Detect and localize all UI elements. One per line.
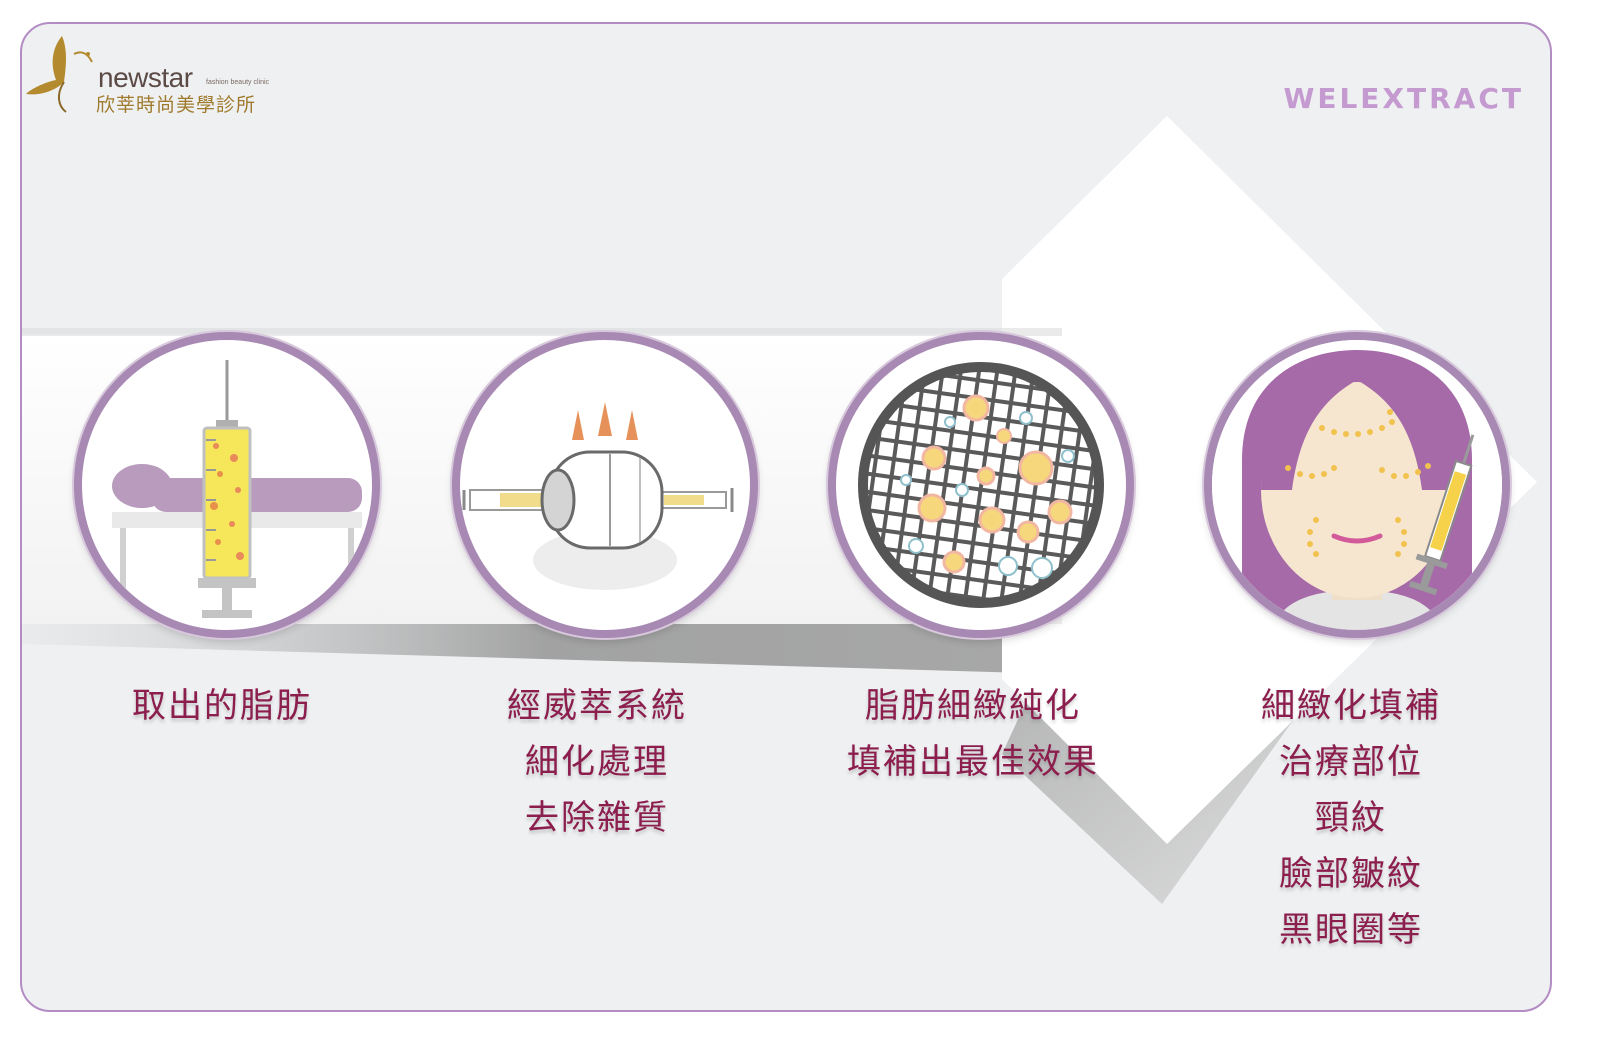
step-4-line-1: 細緻化填補 [1261,686,1441,726]
step-2-line-1: 經威萃系統 [507,686,687,726]
step-4-line-5: 黑眼圈等 [1279,910,1423,950]
step-3-line-2: 填補出最佳效果 [847,742,1099,782]
step-4-circle [1204,332,1510,638]
step-2-circle [452,332,758,638]
step-4-line-3: 頸紋 [1315,798,1387,838]
step-2-line-2: 細化處理 [525,742,669,782]
step-1-circle [74,332,380,638]
step-2-line-3: 去除雜質 [525,798,669,838]
fat-filtration-mesh-icon [858,362,1104,608]
brand-wordmark: WELEXTRACT [1283,82,1524,115]
step-2-label: 經威萃系統 細化處理 去除雜質 [432,678,762,846]
logo-chinese-name: 欣莘時尚美學診所 [96,94,257,116]
logo-name: newstar [98,62,193,93]
infographic-card: newstar fashion beauty clinic 欣莘時尚美學診所 W… [20,22,1552,1012]
step-3-circle [828,332,1134,638]
step-3-line-1: 脂肪細緻純化 [865,686,1081,726]
syringe-fat-extraction-icon [112,360,362,618]
step-1-line-1: 取出的脂肪 [132,686,312,726]
step-4-label: 細緻化填補 治療部位 頸紋 臉部皺紋 黑眼圈等 [1186,678,1516,958]
face-filling-injection-icon [1212,340,1502,630]
clinic-logo: newstar fashion beauty clinic 欣莘時尚美學診所 [22,24,322,134]
logo-tagline: fashion beauty clinic [206,79,270,86]
step-4-line-2: 治療部位 [1279,742,1423,782]
welextract-system-device-icon [462,402,734,590]
butterfly-face-logo-icon [26,36,93,113]
step-1-label: 取出的脂肪 [57,678,387,734]
step-3-label: 脂肪細緻純化 填補出最佳效果 [808,678,1138,790]
step-4-line-4: 臉部皺紋 [1279,854,1423,894]
